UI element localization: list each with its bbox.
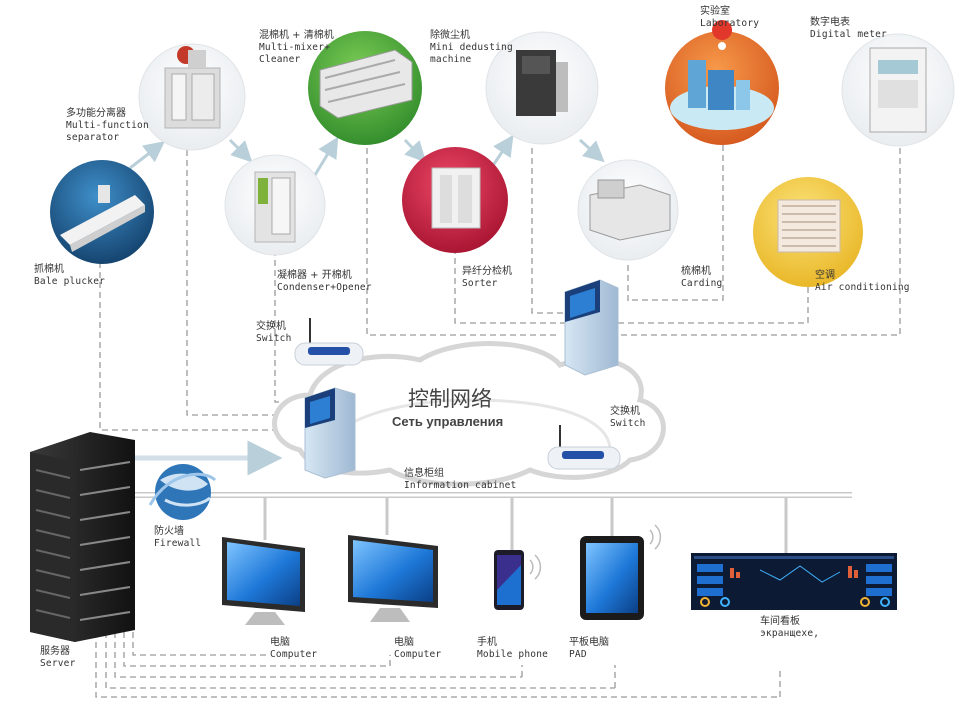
switch-right-device <box>547 425 621 470</box>
information-cabinet-right <box>564 279 619 376</box>
network-title-ru: Сеть управления <box>392 414 504 429</box>
workshop-board-screen <box>691 553 897 610</box>
multi-mixer-cleaner-node <box>308 31 422 145</box>
computer-2-monitor <box>348 535 438 622</box>
backbone-lines <box>135 440 852 553</box>
mobile-phone-device <box>494 550 542 610</box>
multi-function-separator-node <box>138 43 246 151</box>
condenser-opener-node <box>224 154 326 256</box>
sorter-node <box>402 147 508 253</box>
information-cabinet-left <box>304 387 356 479</box>
switch-left-device <box>294 318 364 366</box>
carding-node <box>577 159 679 261</box>
firewall-globe <box>148 464 217 520</box>
server-rack <box>30 432 135 642</box>
bale-plucker-node <box>50 160 154 264</box>
mini-dedusting-machine-node <box>485 31 599 145</box>
dashed-connection-lines <box>95 145 901 698</box>
laboratory-node <box>665 20 779 145</box>
digital-meter-node <box>841 33 955 147</box>
pad-device <box>580 524 662 620</box>
computer-1-monitor <box>222 537 305 625</box>
network-title-zh: 控制网络 <box>408 387 492 411</box>
air-conditioning-node <box>753 177 863 287</box>
